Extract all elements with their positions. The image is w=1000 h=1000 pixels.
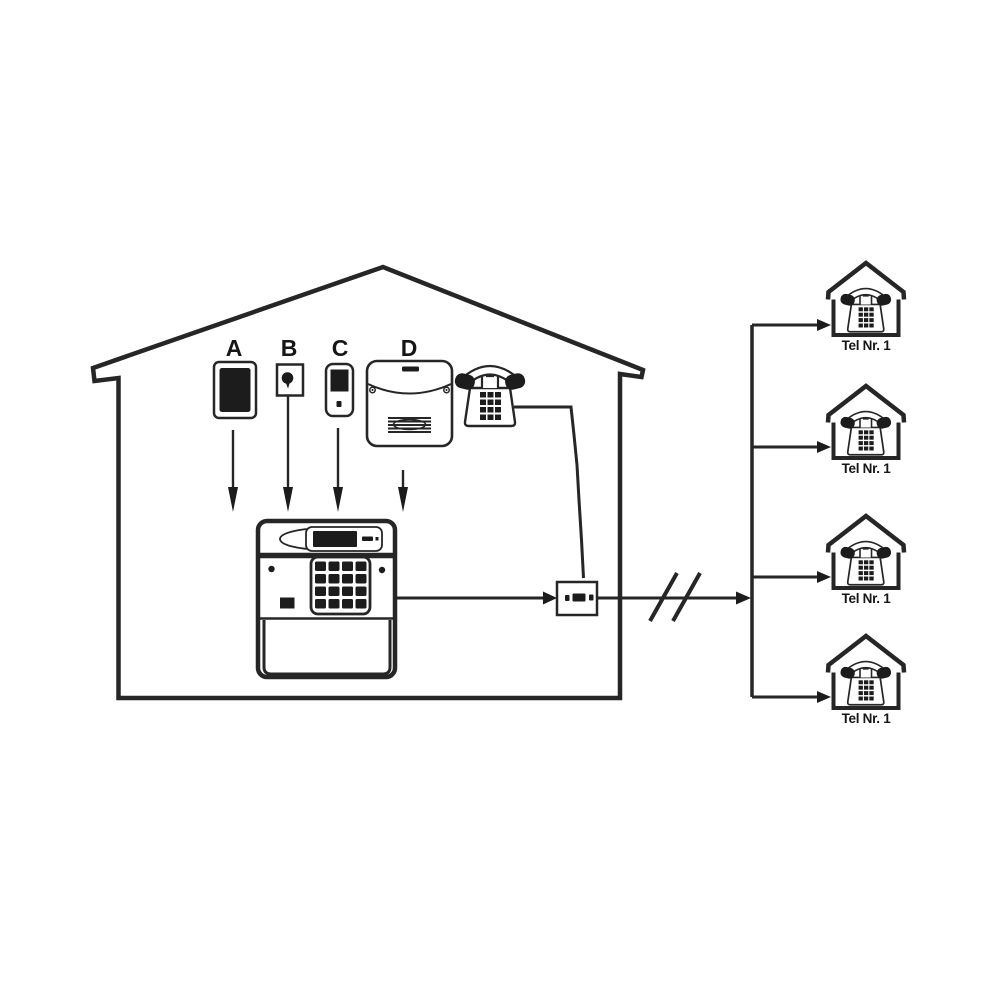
panel-display (279, 526, 383, 552)
device-a-icon (212, 360, 258, 420)
device-b-label: B (281, 335, 298, 361)
arrow-branch-3 (752, 571, 831, 583)
arrow-device-c-to-panel (333, 428, 343, 512)
remote-house-2: Tel Nr. 1 (828, 386, 904, 476)
arrow-device-b-to-panel (283, 396, 293, 512)
remote-house-3: Tel Nr. 1 (828, 516, 904, 606)
alarm-panel-icon (255, 518, 398, 680)
panel-door (262, 620, 392, 676)
panel-switch (280, 597, 295, 609)
remote-house-4: Tel Nr. 1 (828, 636, 904, 726)
phone-to-socket-line (514, 405, 585, 579)
panel-keypad (309, 555, 372, 616)
arrow-socket-to-network (597, 591, 751, 605)
device-d-label: D (401, 335, 418, 361)
device-c-icon (324, 362, 355, 418)
device-c-label: C (332, 335, 349, 361)
remote-house-1-label: Tel Nr. 1 (842, 338, 892, 353)
remote-house-2-label: Tel Nr. 1 (842, 461, 892, 476)
remote-house-1: Tel Nr. 1 (828, 263, 904, 353)
arrow-branch-2 (752, 441, 831, 453)
siren-vents-icon (388, 417, 431, 433)
remote-house-3-label: Tel Nr. 1 (842, 591, 892, 606)
panel-screw-left (268, 565, 275, 573)
arrow-panel-to-socket (396, 591, 557, 605)
device-d-icon (365, 359, 454, 448)
device-b-icon (275, 363, 305, 397)
line-break-icon (648, 572, 702, 622)
device-a-label: A (226, 335, 243, 361)
arrow-branch-1 (752, 319, 831, 331)
panel-screw-right (378, 566, 386, 574)
arrow-device-a-to-panel (228, 430, 238, 512)
wall-socket-icon (555, 580, 599, 617)
remote-house-4-label: Tel Nr. 1 (842, 711, 892, 726)
arrow-device-d-to-panel (398, 470, 408, 512)
arrow-branch-4 (752, 691, 831, 703)
